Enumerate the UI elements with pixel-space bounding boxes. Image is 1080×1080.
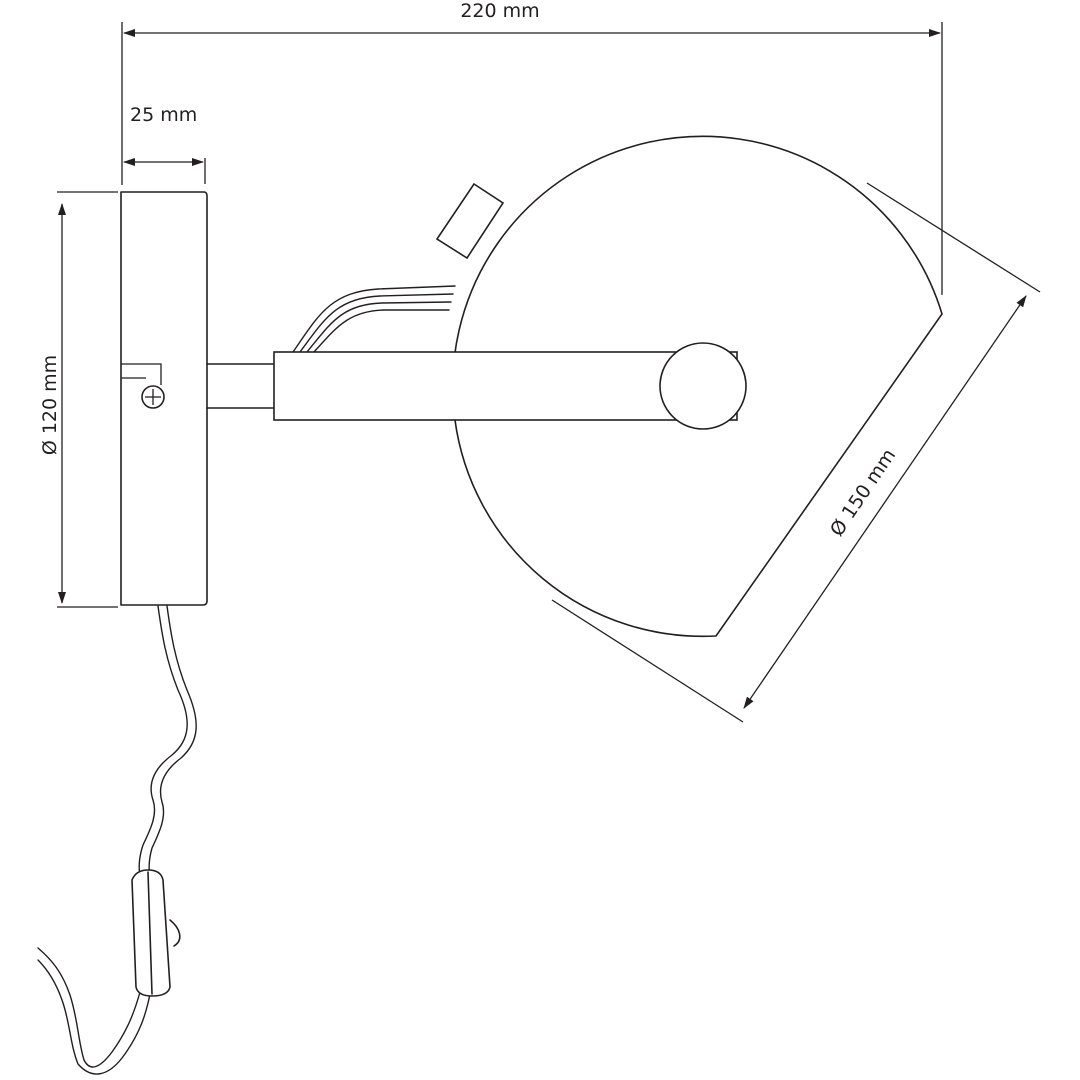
connector-rod <box>206 363 276 409</box>
total-width-label: 220 mm <box>460 0 539 22</box>
power-cord <box>37 605 197 1075</box>
dimension-plate-diameter: Ø 120 mm <box>39 191 118 608</box>
pivot-knob-icon <box>659 342 747 430</box>
inline-switch <box>131 869 181 997</box>
shade-switch-tab <box>435 182 505 260</box>
wall-plate <box>120 191 208 606</box>
shade-cable <box>292 285 456 353</box>
screw-icon <box>141 385 165 409</box>
dimension-total-width: 220 mm <box>121 0 943 295</box>
plate-depth-label: 25 mm <box>130 104 197 126</box>
dimension-plate-depth: 25 mm <box>123 104 206 184</box>
plate-diameter-label: Ø 120 mm <box>39 355 61 455</box>
